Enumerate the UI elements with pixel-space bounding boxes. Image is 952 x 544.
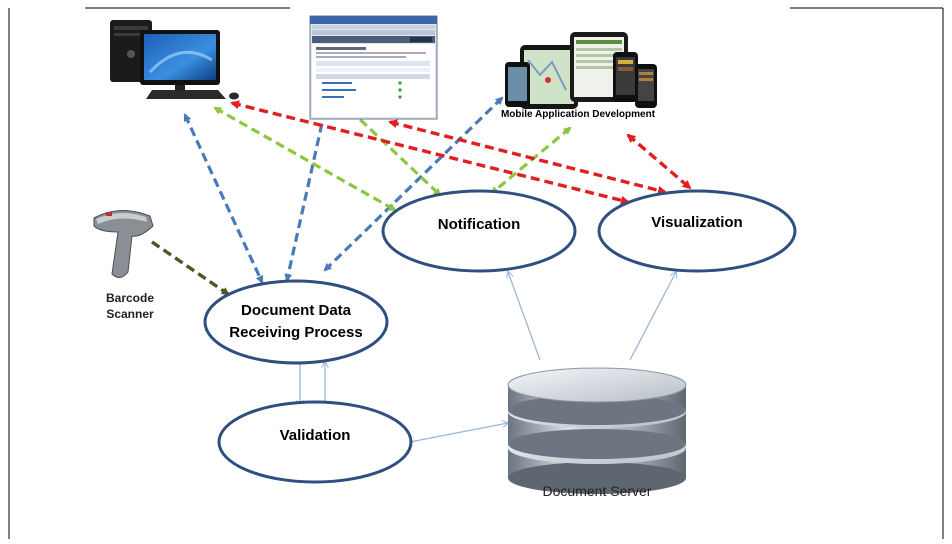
red-arrows bbox=[230, 100, 692, 205]
red-arrow-mobile bbox=[626, 133, 692, 190]
validation-node: Validation bbox=[217, 400, 413, 484]
thin-arrow-server-to-notification bbox=[508, 272, 541, 361]
mobile-app-label: Mobile Application Development bbox=[501, 109, 656, 120]
document-data-node: Document Data Receiving Process bbox=[203, 279, 389, 365]
thin-arrow-validation-to-server bbox=[409, 423, 508, 443]
notification-node: Notification bbox=[381, 189, 577, 273]
mobile-devices-icon bbox=[505, 32, 657, 109]
blue-arrow-browser bbox=[284, 108, 328, 282]
web-browser-icon bbox=[309, 15, 438, 120]
notification-label: Notification bbox=[438, 216, 521, 233]
visualization-node: Visualization bbox=[597, 189, 797, 273]
thin-arrows bbox=[300, 272, 676, 443]
blue-arrow-desktop bbox=[183, 113, 264, 284]
barcode-label-line2: Scanner bbox=[106, 307, 154, 321]
visualization-label: Visualization bbox=[651, 214, 742, 231]
olive-arrow bbox=[151, 240, 230, 296]
red-arrow-browser bbox=[388, 119, 667, 195]
validation-label: Validation bbox=[280, 427, 351, 444]
desktop-computer-icon bbox=[110, 20, 239, 100]
frame-lines bbox=[8, 7, 944, 539]
document-data-label-line1: Document Data bbox=[241, 302, 352, 319]
barcode-scanner-icon bbox=[93, 210, 154, 278]
database-server-icon bbox=[507, 367, 687, 494]
barcode-label-line1: Barcode bbox=[106, 291, 154, 305]
document-data-label-line2: Receiving Process bbox=[229, 324, 362, 341]
thin-arrow-server-to-visualization bbox=[629, 272, 676, 361]
document-server-label: Document Server bbox=[543, 483, 652, 499]
